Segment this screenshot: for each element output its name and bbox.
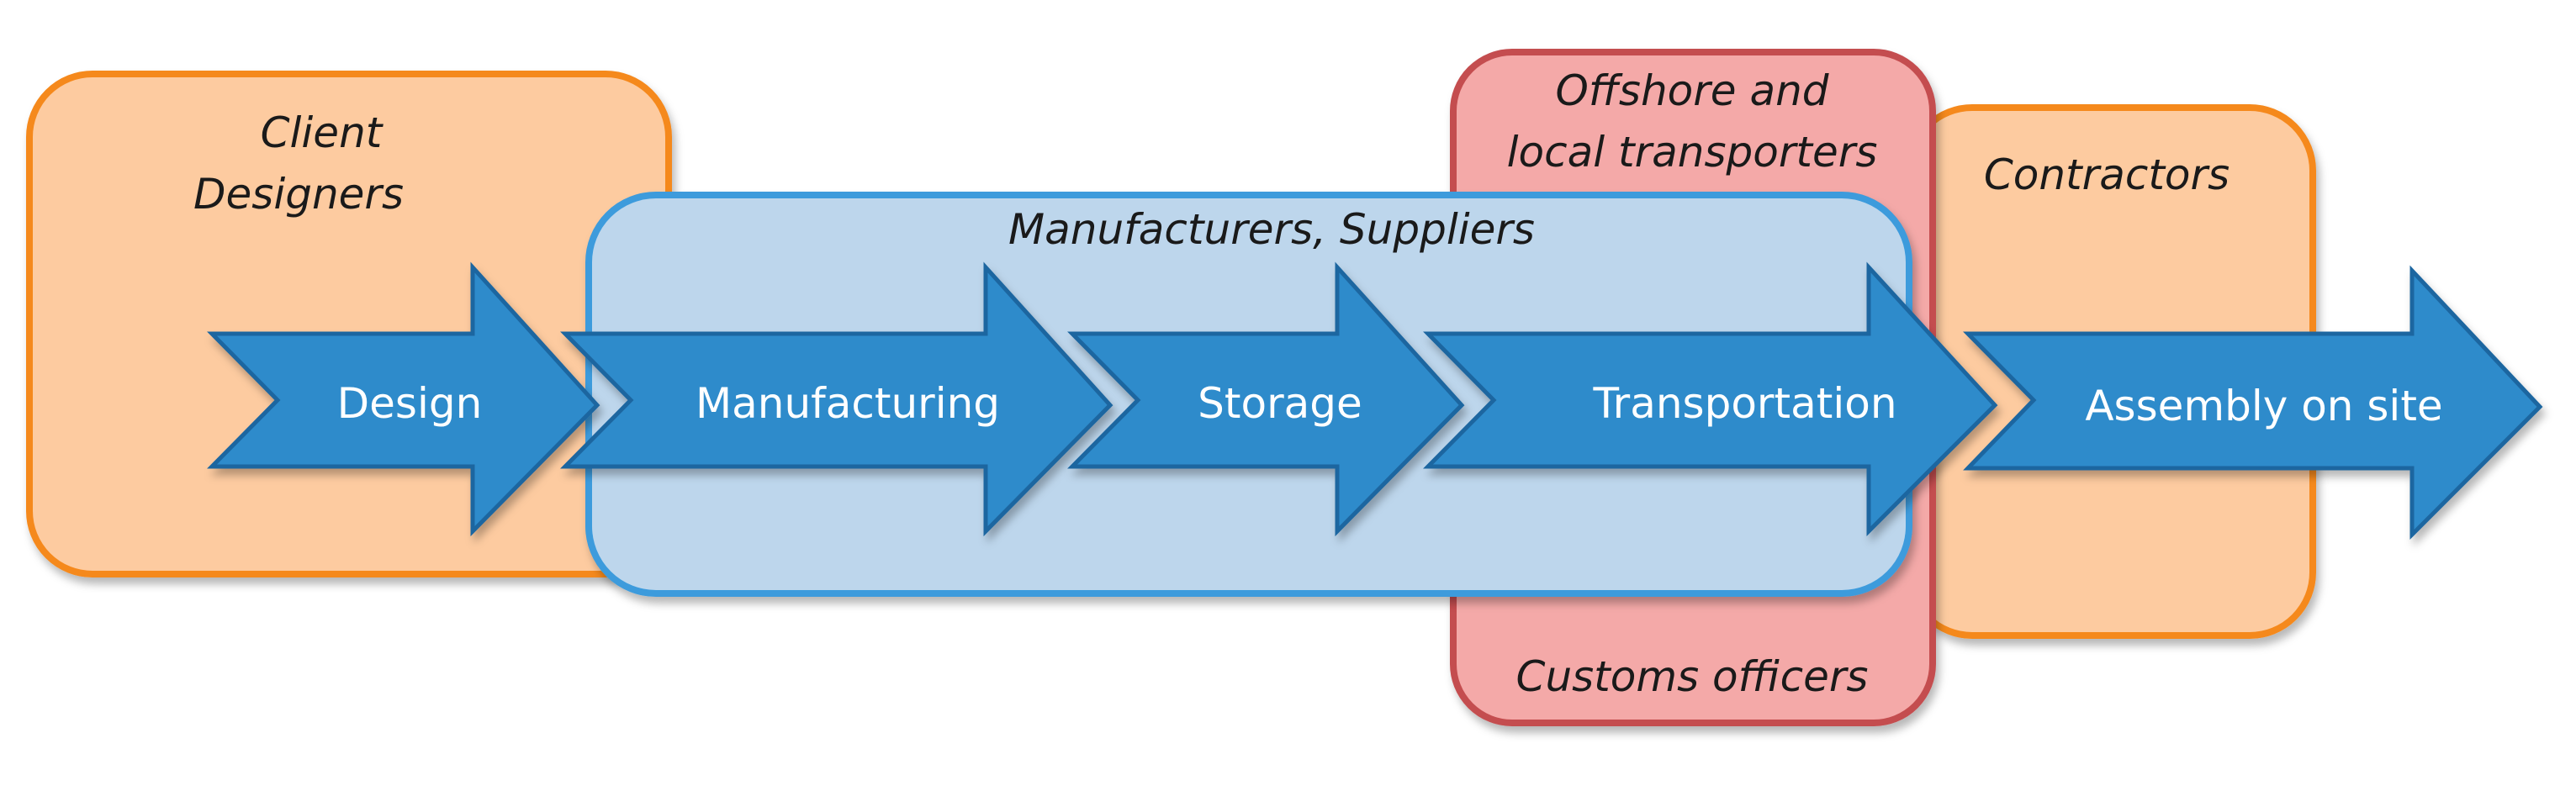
step-arrow-manufacturing xyxy=(560,261,1113,537)
zone-transporters-bottom-label: Customs officers xyxy=(1516,652,1869,701)
step-arrow-assembly-on-site xyxy=(1963,265,2543,540)
step-arrow-storage xyxy=(1067,261,1465,537)
zone-client-designers-label-line2: Designers xyxy=(193,170,404,219)
step-label-design: Design xyxy=(337,379,483,428)
zone-manufacturers-suppliers-label: Manufacturers, Suppliers xyxy=(1008,205,1535,254)
zone-transporters-label-line2: local transporters xyxy=(1507,128,1878,177)
zone-labels: Client Designers Manufacturers, Supplier… xyxy=(193,66,2230,701)
step-label-assembly-on-site: Assembly on site xyxy=(2085,382,2442,430)
step-label-transportation: Transportation xyxy=(1592,379,1896,428)
zone-contractors-label: Contractors xyxy=(1984,150,2230,199)
process-steps: Design Manufacturing Storage Transportat… xyxy=(207,261,2543,540)
zone-client-designers-label-line1: Client xyxy=(261,108,384,157)
step-label-manufacturing: Manufacturing xyxy=(696,379,1000,428)
step-arrow-design xyxy=(207,261,600,537)
step-arrow-transportation xyxy=(1423,261,1998,537)
step-label-storage: Storage xyxy=(1198,379,1362,428)
zone-transporters-label-line1: Offshore and xyxy=(1555,66,1828,115)
